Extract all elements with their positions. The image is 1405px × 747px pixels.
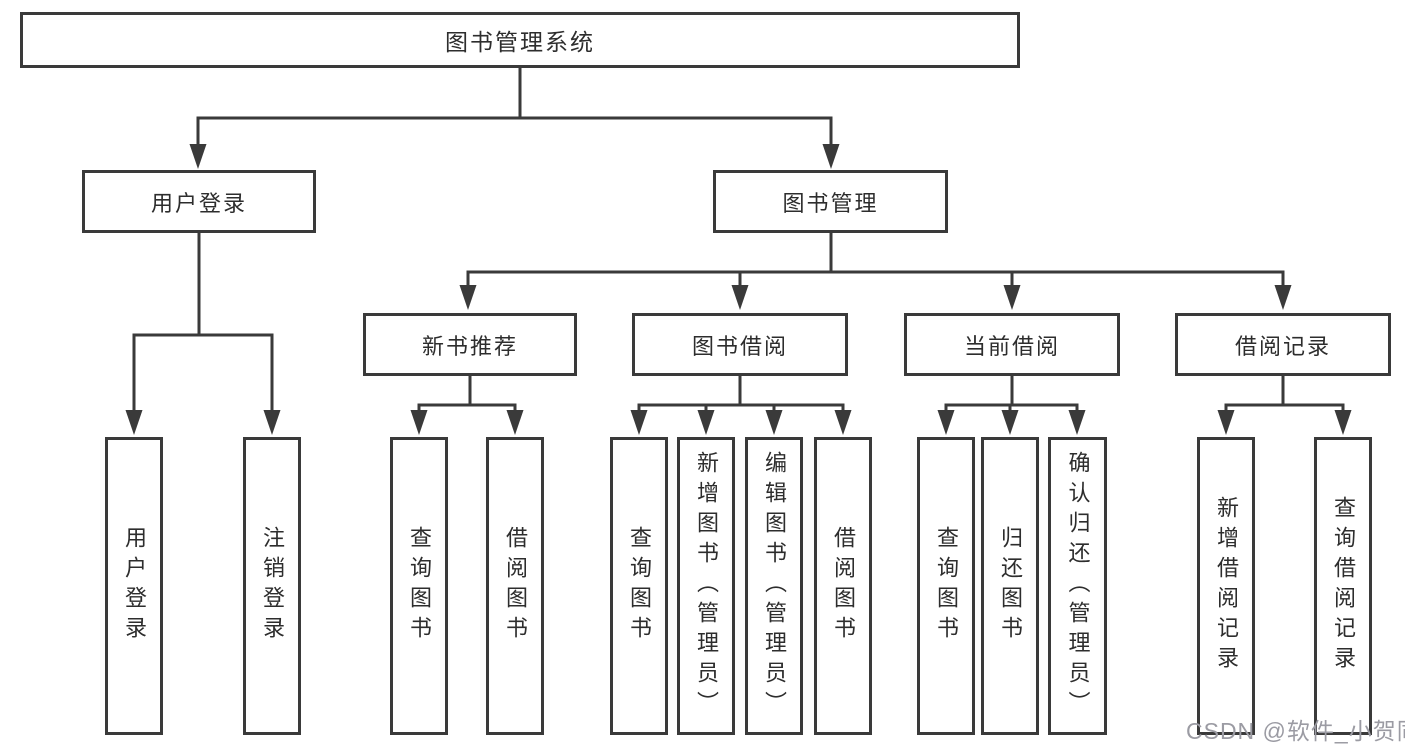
leaf-bb-borrow-book: 借阅图书 [814,437,872,735]
leaf-br-add-record: 新增借阅记录 [1197,437,1255,735]
node-borrow-records: 借阅记录 [1175,313,1391,376]
leaf-rec-borrow-book: 借阅图书 [486,437,544,735]
leaf-cb-confirm-return-admin: 确认归还（管理员） [1048,437,1107,735]
node-root: 图书管理系统 [20,12,1020,68]
node-user-login: 用户登录 [82,170,316,233]
leaf-bb-edit-book-admin: 编辑图书（管理员） [745,437,803,735]
connector-current-borrow [937,376,1086,435]
leaf-bb-add-book-admin: 新增图书（管理员） [677,437,735,735]
watermark: CSDN @软件_小贺同学 [1186,718,1405,744]
connector-book-mgmt [459,232,1292,310]
connector-root [189,68,840,169]
node-book-borrow: 图书借阅 [632,313,848,376]
connector-new-book-rec [410,376,524,435]
leaf-rec-query-book: 查询图书 [390,437,448,735]
connector-borrow-records [1217,376,1352,435]
connector-user-login [125,232,281,435]
leaf-bb-query-book: 查询图书 [610,437,668,735]
node-new-book-rec: 新书推荐 [363,313,577,376]
leaf-logout: 注销登录 [243,437,301,735]
node-current-borrow: 当前借阅 [904,313,1120,376]
node-book-mgmt: 图书管理 [713,170,948,233]
connector-book-borrow [630,376,852,435]
leaf-br-query-record: 查询借阅记录 [1314,437,1372,735]
leaf-cb-return-book: 归还图书 [981,437,1039,735]
leaf-login: 用户登录 [105,437,163,735]
leaf-cb-query-book: 查询图书 [917,437,975,735]
